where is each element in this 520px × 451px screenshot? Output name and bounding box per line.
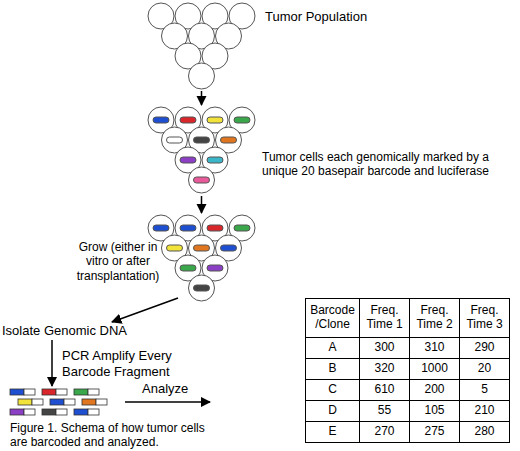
barcode: [153, 225, 169, 231]
barcode-fragment: [74, 389, 88, 395]
table-cell: A: [305, 337, 360, 359]
step-label: PCR Amplify Every Barcode Fragment: [62, 348, 190, 379]
barcode-fragment: [10, 389, 24, 395]
table-cell: 5: [459, 379, 510, 401]
barcode: [167, 137, 183, 143]
table-cell: 275: [409, 421, 460, 443]
table-cell: Freq. Time 3: [459, 298, 510, 338]
figure-caption: Figure 1. Schema of how tumor cells are …: [10, 421, 225, 450]
barcode: [194, 137, 210, 143]
flow-arrow: [201, 91, 203, 105]
barcode: [207, 117, 223, 123]
table-cell: 1000: [409, 358, 460, 380]
table-cell: 310: [409, 337, 460, 359]
barcode: [194, 177, 210, 183]
table-cell: 270: [359, 421, 410, 443]
table-cell: Barcode /Clone: [305, 298, 360, 338]
tumor-cell: [189, 275, 215, 301]
barcode-flank: [88, 389, 99, 395]
barcode-fragment: [18, 399, 32, 405]
barcode: [221, 245, 237, 251]
table-cell: Freq. Time 2: [409, 298, 460, 338]
barcode: [194, 245, 210, 251]
table-cell: 280: [459, 421, 510, 443]
barcode-fragment: [42, 389, 56, 395]
barcode-flank: [88, 409, 99, 415]
barcode-flank: [32, 399, 43, 405]
table-cell: 20: [459, 358, 510, 380]
table-cell: 105: [409, 400, 460, 422]
barcode: [180, 225, 196, 231]
table-cell: Freq. Time 1: [359, 298, 410, 338]
barcode-flank: [56, 389, 67, 395]
grown-population: [148, 215, 255, 301]
tumor-cell: [189, 63, 215, 89]
barcode: [180, 157, 196, 163]
barcode: [194, 285, 210, 291]
step-label: Tumor cells each genomically marked by a…: [262, 150, 518, 179]
flow-arrow: [51, 340, 53, 386]
table-cell: 55: [359, 400, 410, 422]
barcode-flank: [24, 409, 35, 415]
step-label: Grow (either in vitro or after transplan…: [68, 240, 168, 283]
table-cell: E: [305, 421, 360, 443]
step-label: Tumor Population: [265, 9, 465, 25]
tumor-population: [148, 3, 255, 89]
barcode-fragments: [10, 389, 107, 415]
table-cell: 300: [359, 337, 410, 359]
barcode-fragment: [74, 409, 88, 415]
barcode: [167, 245, 183, 251]
barcode: [180, 265, 196, 271]
table-cell: 610: [359, 379, 410, 401]
barcode: [207, 225, 223, 231]
flow-arrow: [125, 401, 210, 403]
barcode: [234, 225, 250, 231]
barcode-fragment: [10, 409, 24, 415]
barcoded-population: [148, 107, 255, 193]
table-cell: 320: [359, 358, 410, 380]
barcode: [207, 265, 223, 271]
barcode: [234, 117, 250, 123]
barcode-flank: [64, 399, 75, 405]
table-cell: 200: [409, 379, 460, 401]
table-cell: C: [305, 379, 360, 401]
table-cell: B: [305, 358, 360, 380]
barcode-fragment: [82, 399, 96, 405]
barcode-flank: [96, 399, 107, 405]
flow-arrow: [201, 196, 203, 213]
barcode: [180, 117, 196, 123]
barcode-flank: [24, 389, 35, 395]
table-cell: 210: [459, 400, 510, 422]
step-label: Isolate Genomic DNA: [2, 323, 132, 339]
barcode-fragment: [42, 409, 56, 415]
table-cell: D: [305, 400, 360, 422]
barcode: [207, 157, 223, 163]
flow-arrow: [112, 298, 178, 322]
table-cell: 290: [459, 337, 510, 359]
barcode: [153, 117, 169, 123]
tumor-cell: [189, 167, 215, 193]
step-label: Analyze: [142, 381, 222, 397]
barcode-fragment: [50, 399, 64, 405]
barcode-flank: [56, 409, 67, 415]
barcode: [221, 137, 237, 143]
